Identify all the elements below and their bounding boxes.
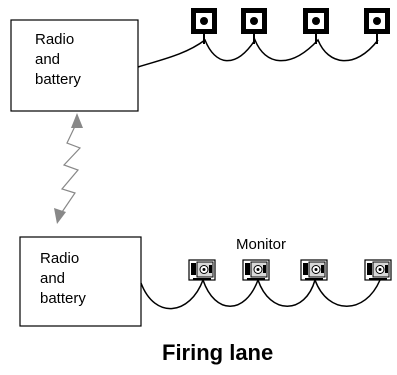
monitor-unit bbox=[188, 259, 216, 281]
arrow-head-down bbox=[54, 208, 66, 224]
firing-lane-title: Firing lane bbox=[162, 340, 274, 365]
bottom-box-label: Radio and battery bbox=[40, 249, 86, 309]
arrow-head-up bbox=[71, 113, 83, 128]
bottom-box-line: battery bbox=[40, 290, 86, 307]
top-radio-box bbox=[10, 19, 139, 112]
top-target bbox=[241, 8, 267, 44]
bottom-radio-box bbox=[19, 236, 142, 327]
bottom-box-line: and bbox=[40, 270, 66, 287]
top-box-line: Radio bbox=[35, 31, 75, 48]
monitor-unit bbox=[242, 259, 270, 281]
bottom-box-line: Radio bbox=[40, 250, 80, 267]
top-box-line: battery bbox=[35, 71, 81, 88]
monitor-unit bbox=[364, 259, 392, 281]
top-cable bbox=[137, 38, 379, 68]
wireless-link bbox=[54, 113, 83, 224]
monitor-unit bbox=[300, 259, 328, 281]
top-target bbox=[364, 8, 390, 44]
top-box-line: and bbox=[35, 51, 61, 68]
top-target bbox=[191, 8, 217, 44]
top-box-label: Radio and battery bbox=[35, 30, 81, 90]
bottom-cable bbox=[140, 277, 381, 310]
monitor-label: Monitor bbox=[236, 236, 287, 253]
top-target bbox=[303, 8, 329, 44]
